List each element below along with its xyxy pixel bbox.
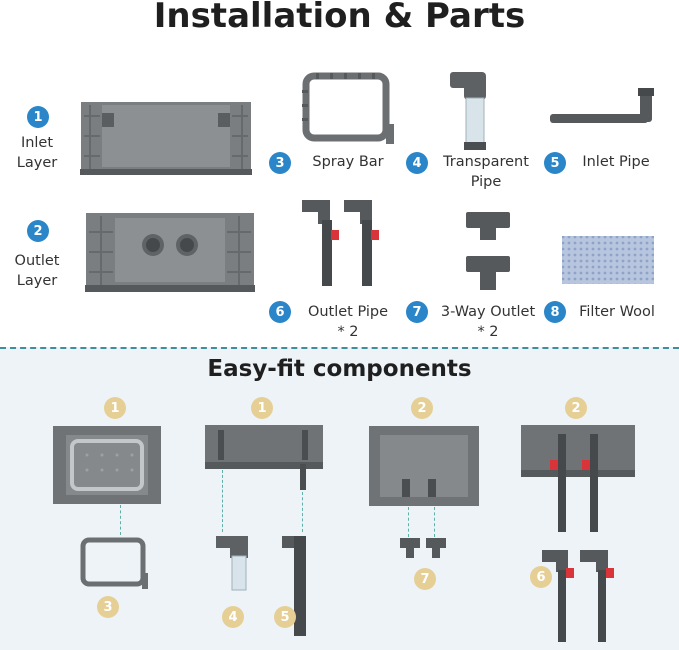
outlet-layer-with-pipes-icon <box>521 425 635 532</box>
assembly-badge-1a: 1 <box>104 397 126 419</box>
inlet-layer-tray-icon <box>80 102 252 175</box>
badge-2: 2 <box>27 220 49 242</box>
badge-6: 6 <box>269 301 291 323</box>
assembly-badge-2a: 2 <box>411 397 433 419</box>
transparent-pipe-small-icon <box>216 536 248 591</box>
three-way-outlet-small-icon <box>400 538 446 558</box>
connector-dash-1 <box>120 505 121 535</box>
outlet-pipes-small-icon <box>542 550 614 642</box>
section-subtitle: Easy-fit components <box>207 356 472 382</box>
assembly-badge-6: 6 <box>530 566 552 588</box>
inlet-pipe-icon <box>550 88 654 123</box>
outlet-pipe-valve-icon <box>302 200 379 286</box>
spray-bar-frame-icon <box>302 72 394 144</box>
page-title: Installation & Parts <box>153 0 526 36</box>
filter-wool-label: Filter Wool <box>579 304 655 320</box>
outlet-pipe-label: Outlet Pipe* 2 <box>307 304 389 340</box>
three-way-outlet-label: 3-Way Outlet* 2 <box>440 304 536 340</box>
assembly-badge-4: 4 <box>222 606 244 628</box>
section-divider <box>0 347 679 349</box>
three-way-outlet-icon <box>466 212 510 290</box>
connector-dash-3 <box>302 492 303 532</box>
badge-5: 5 <box>544 152 566 174</box>
inlet-layer-side-icon <box>205 425 323 490</box>
assembly-badge-7: 7 <box>414 568 436 590</box>
spray-bar-label: Spray Bar <box>312 154 384 170</box>
connector-dash-4 <box>408 507 409 537</box>
assembly-badge-5: 5 <box>274 606 296 628</box>
badge-4: 4 <box>406 152 428 174</box>
inlet-pipe-small-icon <box>282 536 306 636</box>
filter-wool-icon <box>562 236 654 284</box>
badge-7: 7 <box>406 301 428 323</box>
connector-dash-2 <box>222 470 223 532</box>
outlet-layer-tray-icon <box>85 213 255 292</box>
spray-bar-small-icon <box>80 537 148 589</box>
badge-1: 1 <box>27 106 49 128</box>
assembly-badge-3: 3 <box>97 596 119 618</box>
badge-8: 8 <box>544 301 566 323</box>
inlet-layer-with-spray-bar-icon <box>53 426 161 504</box>
inlet-pipe-label: Inlet Pipe <box>582 154 650 170</box>
outlet-layer-open-icon <box>369 426 479 506</box>
assembly-badge-1b: 1 <box>251 397 273 419</box>
connector-dash-5 <box>434 507 435 537</box>
badge-3: 3 <box>269 152 291 174</box>
assembly-badge-2b: 2 <box>565 397 587 419</box>
transparent-pipe-icon <box>450 72 486 150</box>
